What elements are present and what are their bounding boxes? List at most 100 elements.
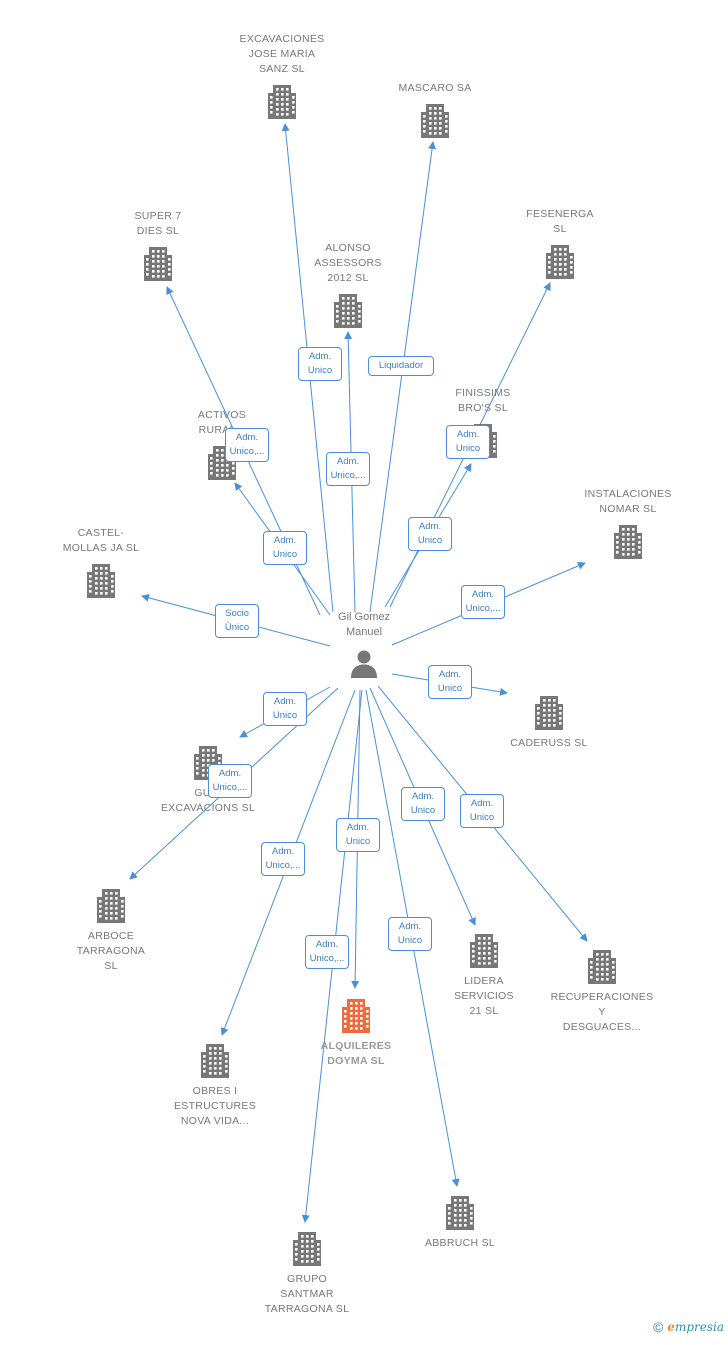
edge-label-line: Adm. bbox=[346, 822, 370, 833]
edge-label-recuperaciones[interactable]: Adm. Unico bbox=[460, 794, 504, 828]
company-name-line: NOMAR SL bbox=[599, 503, 657, 515]
edge-label-alonso[interactable]: Adm.Unico,... bbox=[326, 452, 370, 486]
company-name-line: EXCAVACIONES bbox=[239, 33, 325, 45]
company-name-line: CASTEL- bbox=[77, 527, 125, 539]
edge-label-mascaro[interactable]: Liquidador bbox=[368, 356, 434, 376]
company-name-line: SL bbox=[553, 223, 567, 235]
edge-label-line: Unico bbox=[307, 365, 333, 376]
company-node-castel[interactable]: CASTEL-MOLLAS JA SL bbox=[26, 526, 176, 598]
company-name-line: INSTALACIONES bbox=[584, 488, 672, 500]
building-icon bbox=[342, 999, 370, 1033]
company-name-line: RECUPERACIONES bbox=[550, 991, 654, 1003]
company-name-line: ESTRUCTURES bbox=[173, 1100, 257, 1112]
edge-label-line: Unico bbox=[437, 683, 463, 694]
building-icon bbox=[614, 525, 642, 559]
edge-label-caderuss[interactable]: Adm.Unico bbox=[428, 665, 472, 699]
company-name-line: ABBRUCH SL bbox=[424, 1237, 496, 1249]
edge-label-line: Adm. bbox=[235, 432, 259, 443]
company-name-line: 21 SL bbox=[469, 1005, 499, 1017]
edge-label-lidera[interactable]: Adm.Unico bbox=[401, 787, 445, 821]
edge-label-line: Unico,... bbox=[330, 470, 366, 481]
center-person-node[interactable]: Gil Gomez Manuel bbox=[322, 610, 406, 678]
company-node-recuperaciones[interactable]: RECUPERACIONES Y DESGUACES... bbox=[527, 948, 677, 1035]
edge-label-line: Adm. bbox=[470, 798, 494, 809]
company-name: RECUPERACIONES Y DESGUACES... bbox=[551, 990, 654, 1035]
building-icon bbox=[293, 1232, 321, 1266]
edge-label-super7[interactable]: Adm.Unico,... bbox=[225, 428, 269, 462]
edge-label-line: Unico bbox=[417, 535, 443, 546]
company-name-line: GRUPO bbox=[286, 1273, 327, 1285]
company-node-mascaro[interactable]: MASCARO SA bbox=[360, 81, 510, 138]
brand-logo[interactable]: empresia bbox=[667, 1320, 724, 1334]
company-name-line: TARRAGONA bbox=[76, 945, 146, 957]
edge-label-line: Unico bbox=[410, 805, 436, 816]
company-name-line: DIES SL bbox=[136, 225, 180, 237]
edge-label-activos[interactable]: Adm.Unico bbox=[263, 531, 307, 565]
company-name-line: ALQUILERES bbox=[320, 1040, 392, 1052]
edge-label-fesenerga[interactable]: Adm.Unico bbox=[446, 425, 490, 459]
company-name-line: Y bbox=[598, 1006, 606, 1018]
center-person-surname: Manuel bbox=[345, 626, 383, 638]
edge-label-line: Adm. bbox=[273, 535, 297, 546]
building-icon bbox=[446, 1196, 474, 1230]
person-icon bbox=[351, 650, 377, 678]
edge-label-instalaciones[interactable]: Adm.Unico,... bbox=[461, 585, 505, 619]
company-name-line: LIDERA bbox=[464, 975, 504, 987]
company-name-line: TARRAGONA SL bbox=[264, 1303, 350, 1315]
edge-label-line: Adm. bbox=[418, 521, 442, 532]
company-node-guiu[interactable]: GUIUEXCAVACIONS SL bbox=[133, 744, 283, 816]
company-node-caderuss[interactable]: CADERUSS SL bbox=[474, 694, 624, 751]
edge-label-line: Liquidador bbox=[378, 360, 424, 371]
edge-label-guiu[interactable]: Adm.Unico bbox=[263, 692, 307, 726]
edge-label-line: Unico bbox=[345, 836, 371, 847]
company-name-line: 2012 SL bbox=[327, 272, 369, 284]
edge-label-line: Adm. bbox=[308, 351, 332, 362]
company-name-line: SL bbox=[104, 960, 118, 972]
edge-label-arboce[interactable]: Adm.Unico,... bbox=[208, 764, 252, 798]
company-node-arboce[interactable]: ARBOCE TARRAGONA SL bbox=[36, 887, 186, 974]
edge-label-line: Único bbox=[224, 622, 250, 633]
company-node-instalaciones[interactable]: INSTALACIONES NOMAR SL bbox=[553, 487, 703, 559]
company-name-line: DESGUACES... bbox=[562, 1021, 642, 1033]
edge-label-finissims[interactable]: Adm. Unico bbox=[408, 517, 452, 551]
company-name: CASTEL-MOLLAS JA SL bbox=[63, 526, 140, 556]
edge-label-line: Unico bbox=[469, 812, 495, 823]
edge-label-line: Unico bbox=[397, 935, 423, 946]
company-name-line: SERVICIOS bbox=[454, 990, 514, 1002]
building-icon bbox=[87, 564, 115, 598]
company-name-line: SANZ SL bbox=[259, 63, 305, 75]
edge-mascaro bbox=[369, 141, 437, 613]
edge-label-line: Socio bbox=[225, 608, 249, 619]
company-name: INSTALACIONES NOMAR SL bbox=[584, 487, 671, 517]
edge-label-line: Adm. bbox=[398, 921, 422, 932]
company-node-lidera[interactable]: LIDERA SERVICIOS 21 SL bbox=[409, 932, 559, 1019]
edge-label-obres[interactable]: Adm.Unico,... bbox=[261, 842, 305, 876]
company-name-line: BRO'S SL bbox=[458, 402, 508, 414]
edge-label-line: Adm. bbox=[273, 696, 297, 707]
edge-label-excavaciones[interactable]: Adm. Unico bbox=[298, 347, 342, 381]
edge-label-grupo[interactable]: Adm.Unico,... bbox=[305, 935, 349, 969]
edge-label-line: Unico,... bbox=[465, 603, 501, 614]
company-name-line: ARBOCE bbox=[87, 930, 135, 942]
edge-label-line: Adm. bbox=[456, 429, 480, 440]
edge-label-abbruch[interactable]: Adm. Unico bbox=[388, 917, 432, 951]
building-icon bbox=[97, 889, 125, 923]
company-node-abbruch[interactable]: ABBRUCH SL bbox=[385, 1194, 535, 1251]
edge-label-alquileres[interactable]: Adm. Unico bbox=[336, 818, 380, 852]
building-icon bbox=[588, 950, 616, 984]
